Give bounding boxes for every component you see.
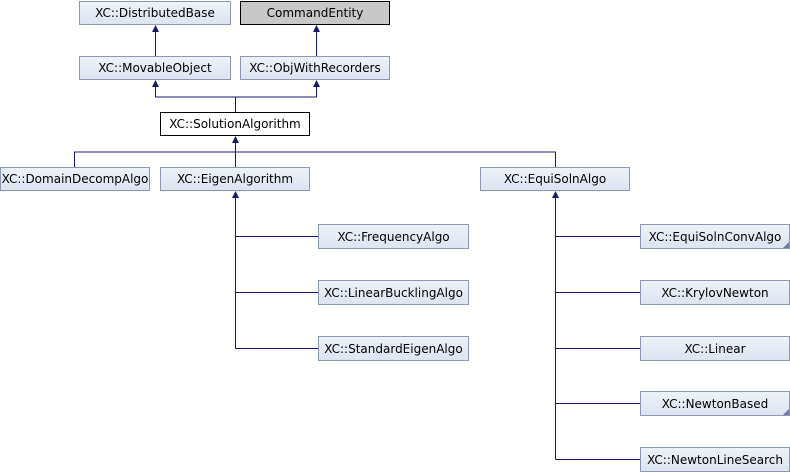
arrowhead-distributed xyxy=(152,25,159,32)
node-equi-soln-conv-algo[interactable]: XC::EquiSolnConvAlgo xyxy=(640,224,790,249)
edge-children-to-solution xyxy=(74,151,556,167)
arrowhead-objwithrecorders xyxy=(313,80,320,87)
node-label: XC::NewtonBased xyxy=(661,396,769,411)
node-label: XC::ObjWithRecorders xyxy=(249,61,381,75)
node-label: XC::EquiSolnAlgo xyxy=(503,172,607,186)
edge-solution-to-objwithrecorders xyxy=(235,86,317,98)
node-standard-eigen-algo[interactable]: XC::StandardEigenAlgo xyxy=(318,336,469,361)
node-linear-buckling-algo[interactable]: XC::LinearBucklingAlgo xyxy=(318,280,469,305)
has-subclasses-indicator-icon xyxy=(783,409,789,415)
node-label: XC::LinearBucklingAlgo xyxy=(324,285,463,300)
node-label: XC::EquiSolnConvAlgo xyxy=(648,229,782,244)
node-label: XC::SolutionAlgorithm xyxy=(169,117,301,131)
node-equi-soln-algo[interactable]: XC::EquiSolnAlgo xyxy=(480,167,630,191)
node-label: XC::FrequencyAlgo xyxy=(337,229,450,244)
node-label: XC::DistributedBase xyxy=(95,6,215,20)
arrowhead-solution xyxy=(232,136,239,143)
node-label: XC::NewtonLineSearch xyxy=(647,452,783,467)
node-newton-based[interactable]: XC::NewtonBased xyxy=(640,391,790,416)
node-movable-object[interactable]: XC::MovableObject xyxy=(79,56,231,80)
node-label: XC::EigenAlgorithm xyxy=(176,172,294,186)
node-command-entity: CommandEntity xyxy=(240,1,390,25)
node-obj-with-recorders[interactable]: XC::ObjWithRecorders xyxy=(240,56,390,80)
arrowhead-commandentity xyxy=(313,25,320,32)
node-eigen-algorithm[interactable]: XC::EigenAlgorithm xyxy=(160,167,310,191)
node-distributed-base[interactable]: XC::DistributedBase xyxy=(79,1,231,25)
node-krylov-newton[interactable]: XC::KrylovNewton xyxy=(640,280,790,305)
node-domain-decomp-algo[interactable]: XC::DomainDecompAlgo xyxy=(0,167,150,191)
node-newton-line-search[interactable]: XC::NewtonLineSearch xyxy=(640,447,790,472)
arrowhead-equisoln xyxy=(552,191,559,198)
has-subclasses-indicator-icon xyxy=(783,242,789,248)
edge-solution-to-movable xyxy=(155,86,236,112)
node-label: CommandEntity xyxy=(266,6,364,20)
node-label: XC::Linear xyxy=(684,341,746,356)
arrowhead-movable xyxy=(152,80,159,87)
node-label: XC::DomainDecompAlgo xyxy=(1,172,149,186)
node-label: XC::KrylovNewton xyxy=(661,285,769,300)
node-linear[interactable]: XC::Linear xyxy=(640,336,790,361)
node-frequency-algo[interactable]: XC::FrequencyAlgo xyxy=(318,224,469,249)
node-label: XC::StandardEigenAlgo xyxy=(324,341,463,356)
node-solution-algorithm: XC::SolutionAlgorithm xyxy=(160,112,310,136)
arrowhead-eigen xyxy=(232,191,239,198)
node-label: XC::MovableObject xyxy=(98,61,212,75)
